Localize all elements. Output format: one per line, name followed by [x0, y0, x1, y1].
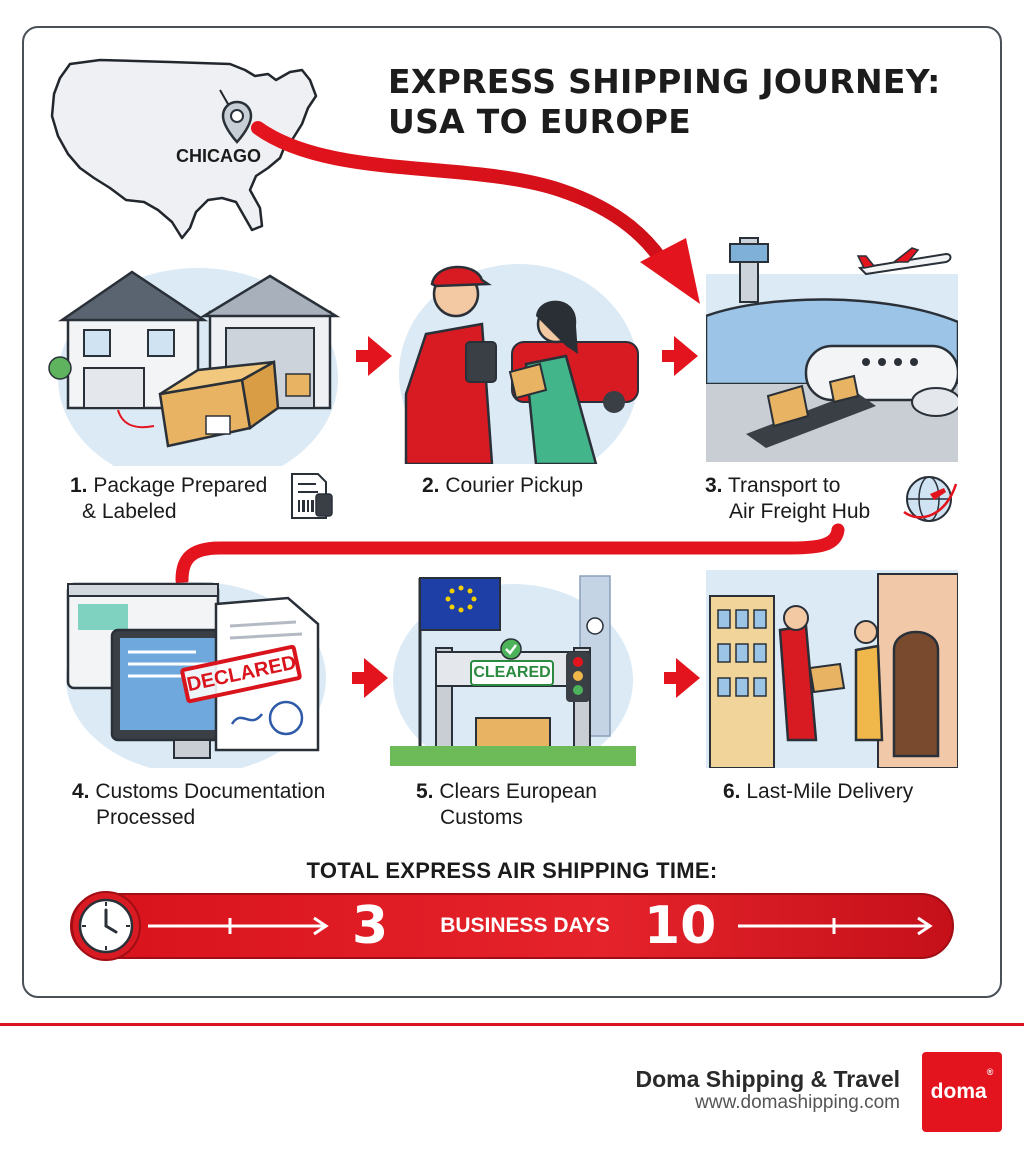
cleared-stamp: CLEARED	[470, 660, 554, 686]
brand-logo-mark: ®	[986, 1067, 994, 1077]
step-5-title-line-2: Customs	[440, 806, 523, 829]
min-days-value: 3	[352, 896, 389, 956]
step-3-number: 3.	[705, 474, 723, 497]
step-3-title-line-1: Transport to	[727, 474, 841, 497]
map-pin-icon	[221, 100, 253, 144]
brand-logo: doma ®	[922, 1052, 1002, 1132]
step-2-number: 2.	[422, 474, 440, 497]
days-unit-label: BUSINESS DAYS	[440, 914, 610, 937]
brand-url[interactable]: www.domashipping.com	[695, 1092, 900, 1113]
step-1-label: 1. Package Prepared & Labeled	[70, 473, 267, 525]
step-3-title-line-2: Air Freight Hub	[729, 500, 871, 523]
step-5-title-line-1: Clears European	[439, 780, 597, 803]
page-title: EXPRESS SHIPPING JOURNEY: USA TO EUROPE	[388, 62, 988, 142]
flow-arrow-2-3	[662, 336, 698, 376]
flow-arrow-5-6	[664, 658, 700, 698]
title-line-1: EXPRESS SHIPPING JOURNEY:	[388, 62, 941, 101]
origin-city-label: CHICAGO	[176, 146, 261, 166]
step-1-title-line-1: Package Prepared	[93, 474, 268, 497]
flow-arrow-1-2	[356, 336, 392, 376]
step-5-label: 5. Clears European Customs	[416, 779, 597, 831]
step-4-title-line-2: Processed	[96, 806, 196, 829]
step-1-title-line-2: & Labeled	[82, 500, 177, 523]
step-4-number: 4.	[72, 780, 90, 803]
title-line-2: USA TO EUROPE	[388, 102, 692, 141]
barcode-label-icon	[291, 473, 333, 519]
eu-flag-icon	[445, 585, 477, 613]
flow-arrow-4-5	[352, 658, 388, 698]
globe-plane-icon	[903, 476, 958, 522]
step-2-title-line-1: Courier Pickup	[445, 474, 584, 497]
step-6-number: 6.	[723, 780, 741, 803]
step-4-label: 4. Customs Documentation Processed	[72, 779, 325, 831]
bar-arrow-left	[148, 916, 329, 936]
step-3-label: 3. Transport to Air Freight Hub	[705, 473, 870, 525]
total-time-heading: TOTAL EXPRESS AIR SHIPPING TIME:	[306, 858, 718, 883]
step-4-title-line-1: Customs Documentation	[95, 780, 326, 803]
step-2-scene	[396, 254, 642, 464]
step-5-number: 5.	[416, 780, 434, 803]
footer-divider	[0, 1023, 1024, 1026]
step-6-title-line-1: Last-Mile Delivery	[746, 780, 914, 803]
bar-arrow-right	[738, 916, 933, 936]
step-2-label: 2. Courier Pickup	[422, 473, 583, 499]
check-icon	[500, 638, 522, 660]
clock-icon	[71, 891, 141, 961]
brand-name: Doma Shipping & Travel	[635, 1066, 900, 1092]
step-6-scene	[706, 570, 958, 768]
step-3-scene	[706, 234, 958, 462]
step-6-label: 6. Last-Mile Delivery	[723, 779, 913, 805]
max-days-value: 10	[644, 896, 717, 956]
step-1-scene	[48, 258, 348, 466]
brand-logo-text: doma	[930, 1080, 987, 1103]
airplane-icon	[856, 247, 952, 276]
step-1-number: 1.	[70, 474, 88, 497]
